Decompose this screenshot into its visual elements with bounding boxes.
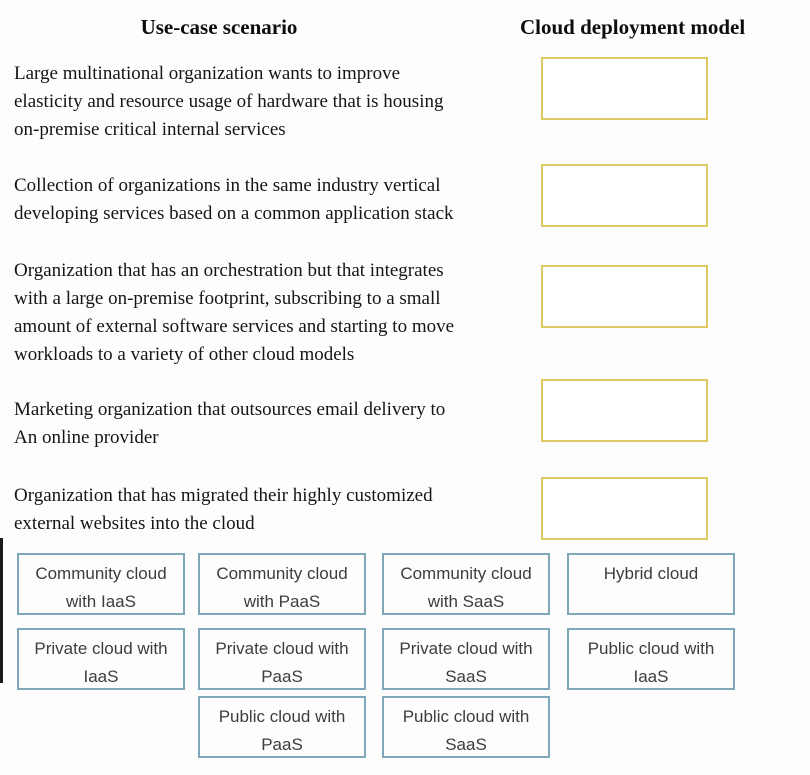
- scenario-5: Organization that has migrated their hig…: [14, 482, 524, 538]
- scenario-2-line: Collection of organizations in the same …: [14, 175, 441, 196]
- scenario-3-line: workloads to a variety of other cloud mo…: [14, 344, 355, 365]
- scenario-1: Large multinational organization wants t…: [14, 60, 524, 144]
- use-case-scenario-header: Use-case scenario: [140, 15, 298, 39]
- cloud-deployment-model-header: Cloud deployment model: [520, 15, 746, 39]
- option-private-cloud-saas[interactable]: Private cloud with SaaS: [382, 628, 550, 690]
- scenario-1-line: elasticity and resource usage of hardwar…: [14, 91, 444, 112]
- option-label: with PaaS: [243, 592, 321, 611]
- option-label: Hybrid cloud: [603, 564, 699, 583]
- option-label: Public cloud with: [587, 639, 715, 658]
- drop-target-scenario-2[interactable]: [541, 164, 708, 227]
- drop-target-scenario-3[interactable]: [541, 265, 708, 328]
- option-label: Private cloud with: [399, 639, 533, 658]
- option-public-cloud-paas[interactable]: Public cloud with PaaS: [198, 696, 366, 758]
- option-label: PaaS: [261, 735, 303, 754]
- option-public-cloud-saas[interactable]: Public cloud with SaaS: [382, 696, 550, 758]
- option-private-cloud-paas[interactable]: Private cloud with PaaS: [198, 628, 366, 690]
- scenario-5-line: external websites into the cloud: [14, 513, 255, 534]
- scenario-1-line: Large multinational organization wants t…: [14, 63, 401, 84]
- scenario-3-line: with a large on-premise footprint, subsc…: [14, 288, 441, 309]
- screen-edge-artifact: [0, 538, 3, 683]
- option-public-cloud-iaas[interactable]: Public cloud with IaaS: [567, 628, 735, 690]
- option-hybrid-cloud[interactable]: Hybrid cloud: [567, 553, 735, 615]
- option-community-cloud-iaas[interactable]: Community cloud with IaaS: [17, 553, 185, 615]
- option-label: Public cloud with: [402, 707, 530, 726]
- option-community-cloud-saas[interactable]: Community cloud with SaaS: [382, 553, 550, 615]
- option-label: IaaS: [633, 667, 669, 686]
- scenario-1-line: on-premise critical internal services: [14, 119, 286, 140]
- drop-target-scenario-5[interactable]: [541, 477, 708, 540]
- scenario-3: Organization that has an orchestration b…: [14, 257, 524, 369]
- option-label: IaaS: [83, 667, 119, 686]
- drop-target-scenario-1[interactable]: [541, 57, 708, 120]
- option-label: with IaaS: [66, 592, 136, 611]
- option-label: SaaS: [445, 667, 487, 686]
- option-private-cloud-iaas[interactable]: Private cloud with IaaS: [17, 628, 185, 690]
- option-label: Community cloud: [216, 564, 348, 583]
- option-label: Community cloud: [400, 564, 532, 583]
- option-community-cloud-paas[interactable]: Community cloud with PaaS: [198, 553, 366, 615]
- option-label: PaaS: [261, 667, 303, 686]
- scenario-3-line: amount of external software services and…: [14, 316, 455, 337]
- drop-target-scenario-4[interactable]: [541, 379, 708, 442]
- scenario-4-line: An online provider: [14, 427, 159, 448]
- scenario-4-line: Marketing organization that outsources e…: [14, 399, 446, 420]
- scenario-5-line: Organization that has migrated their hig…: [14, 485, 433, 506]
- scenario-3-line: Organization that has an orchestration b…: [14, 260, 444, 281]
- option-label: Private cloud with: [215, 639, 349, 658]
- scenario-4: Marketing organization that outsources e…: [14, 396, 524, 452]
- option-label: Private cloud with: [34, 639, 168, 658]
- option-label: Public cloud with: [218, 707, 346, 726]
- option-label: SaaS: [445, 735, 487, 754]
- scenario-2: Collection of organizations in the same …: [14, 172, 524, 228]
- option-label: Community cloud: [35, 564, 167, 583]
- option-label: with SaaS: [427, 592, 505, 611]
- scenario-2-line: developing services based on a common ap…: [14, 203, 454, 224]
